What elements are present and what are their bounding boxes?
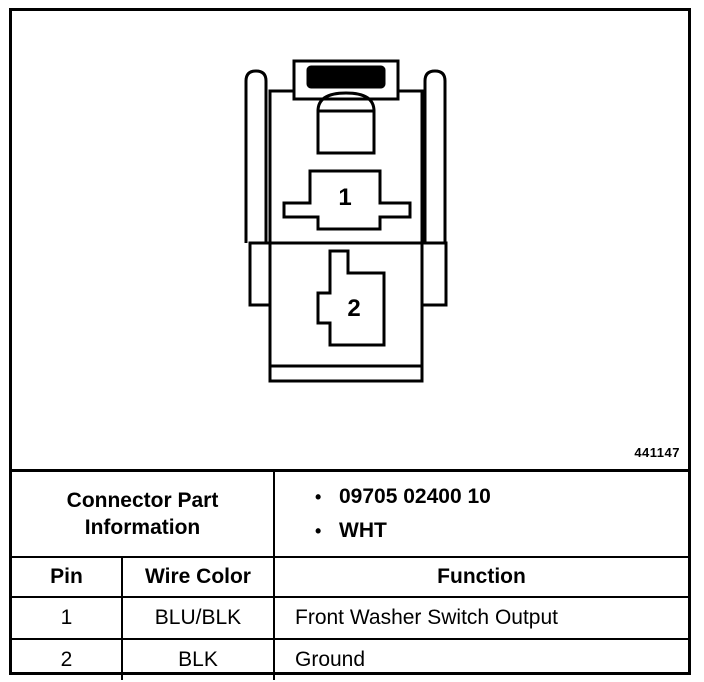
pin-1-cavity: [282, 169, 412, 231]
part-info-row: Connector Part Information • 09705 02400 …: [12, 469, 688, 558]
connector-drawing: 1 2 441147: [12, 11, 688, 469]
header-pin: Pin: [12, 556, 123, 598]
part-info-label-line1: Connector Part: [66, 489, 219, 512]
function-cell: Ground: [273, 638, 688, 680]
table-header-row: Pin Wire Color Function: [12, 556, 688, 598]
diagram-frame: 1 2 441147 Connector Part Information • 0…: [9, 8, 691, 680]
wire-color-cell: BLK: [121, 638, 275, 680]
pin-cell: 1: [12, 596, 123, 640]
connector-face-svg: 1 2: [244, 59, 448, 383]
table-row: 2 BLK Ground: [12, 638, 688, 680]
part-info-values-cell: • 09705 02400 10 • WHT: [273, 469, 688, 558]
lock-tab-outer: [292, 59, 400, 101]
lock-dome: [316, 91, 376, 113]
header-function: Function: [273, 556, 688, 598]
part-info-list: • 09705 02400 10 • WHT: [315, 480, 688, 548]
part-number: 09705 02400 10: [339, 485, 491, 508]
wire-color-cell: BLU/BLK: [121, 596, 275, 640]
pin-cell: 2: [12, 638, 123, 680]
lock-tab-inner: [306, 65, 386, 89]
right-latch-arm: [423, 69, 447, 243]
function-cell: Front Washer Switch Output: [273, 596, 688, 640]
part-info-item: • 09705 02400 10: [315, 480, 688, 514]
pin-1-label: 1: [338, 184, 351, 211]
part-info-label-line2: Information: [84, 516, 201, 539]
left-latch-arm: [244, 69, 268, 243]
bullet-icon: •: [315, 521, 322, 541]
header-wire-color: Wire Color: [121, 556, 275, 598]
bullet-icon: •: [315, 487, 322, 507]
figure-number: 441147: [634, 445, 680, 460]
part-info-item: • WHT: [315, 514, 688, 548]
connector-info-table: Connector Part Information • 09705 02400 …: [12, 469, 688, 680]
right-side-boss: [420, 241, 448, 307]
pin-2-label: 2: [347, 295, 360, 322]
left-side-boss: [248, 241, 272, 307]
part-info-label-cell: Connector Part Information: [12, 469, 275, 558]
housing-lower: [268, 243, 424, 383]
connector-color: WHT: [339, 519, 387, 542]
pin-2-cavity: [316, 249, 386, 347]
lock-window: [316, 109, 376, 155]
table-row: 1 BLU/BLK Front Washer Switch Output: [12, 596, 688, 640]
